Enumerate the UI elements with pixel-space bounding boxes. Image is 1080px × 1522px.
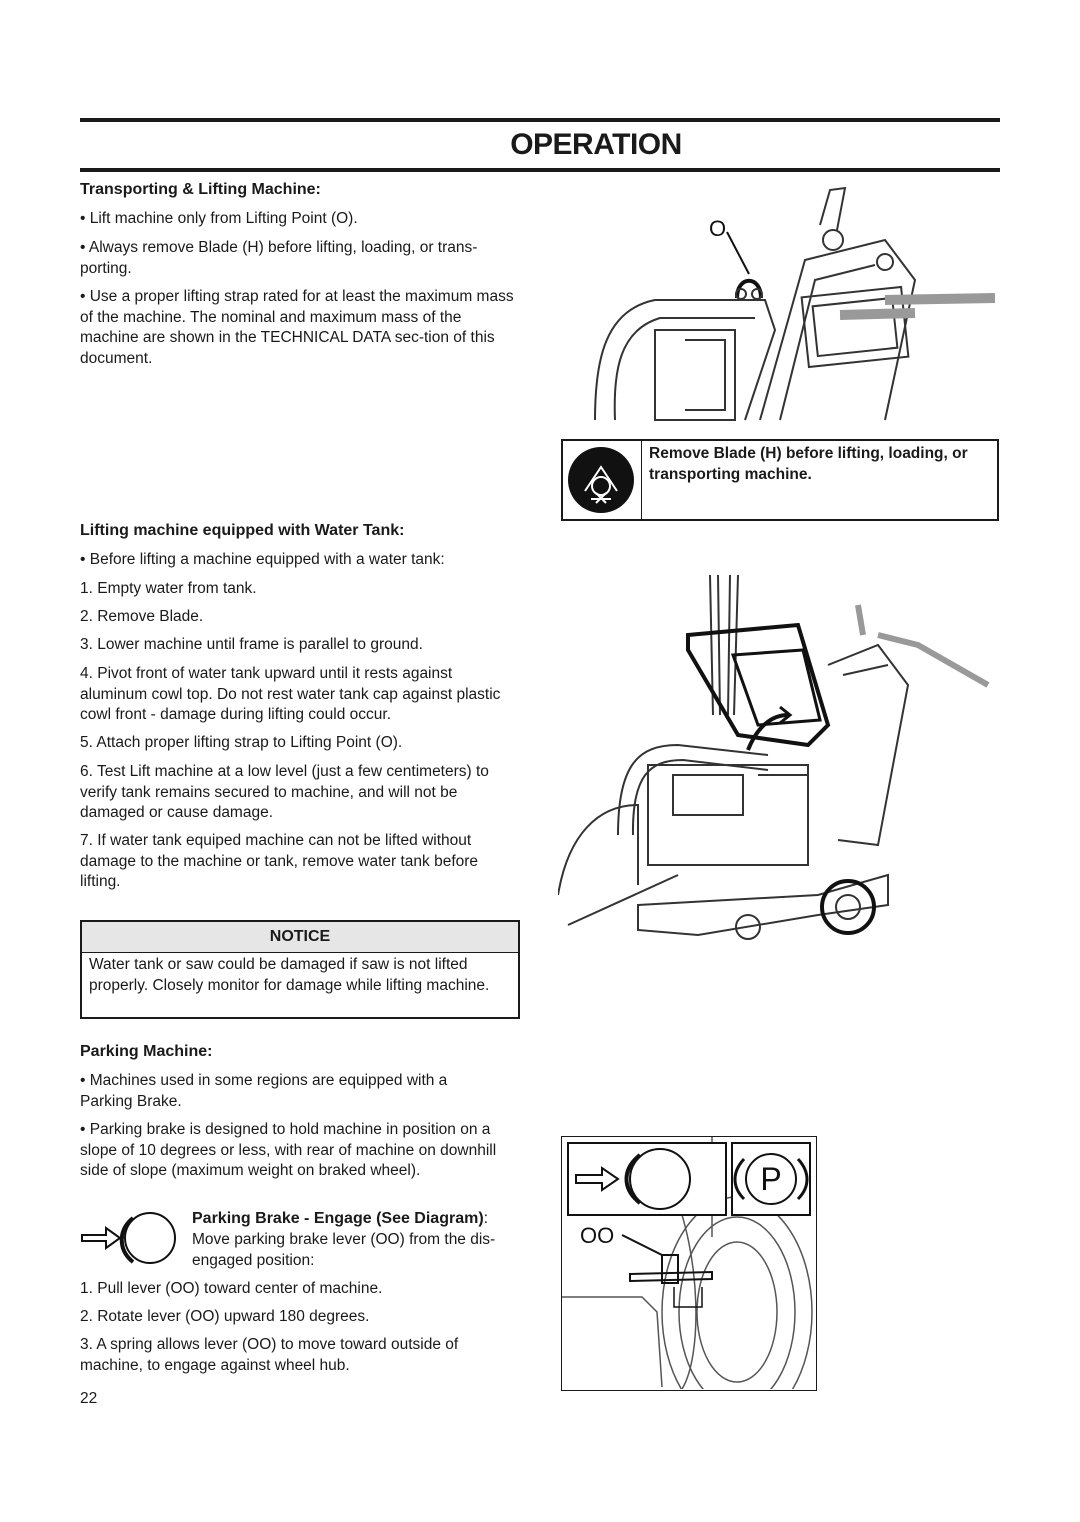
water-tank-step-2: 2. Remove Blade.	[80, 608, 204, 625]
blade-warning-icon	[563, 441, 642, 519]
transport-heading: Transporting & Lifting Machine:	[80, 181, 321, 198]
warning-box: Remove Blade (H) before lifting, loading…	[561, 439, 999, 521]
water-tank-step-6: 6. Test Lift machine at a low level (jus…	[80, 763, 489, 821]
lifting-point-figure: O	[594, 186, 996, 421]
parking-heading: Parking Machine:	[80, 1043, 213, 1060]
water-tank-step-3: 3. Lower machine until frame is parallel…	[80, 636, 423, 653]
header-bottom-rule	[80, 168, 1000, 172]
parking-brake-engage-text: Move parking brake lever (OO) from the d…	[192, 1231, 496, 1269]
water-tank-heading: Lifting machine equipped with Water Tank…	[80, 522, 405, 539]
parking-bullet-2: • Parking brake is designed to hold mach…	[80, 1121, 497, 1179]
water-tank-step-5: 5. Attach proper lifting strap to Liftin…	[80, 734, 403, 751]
transport-bullet-3: • Use a proper lifting strap rated for a…	[80, 288, 514, 367]
parking-p-symbol: P	[760, 1161, 781, 1197]
page-number: 22	[80, 1390, 98, 1407]
notice-text: Water tank or saw could be damaged if sa…	[89, 956, 490, 994]
parking-brake-engage-title: Parking Brake - Engage (See Diagram):	[192, 1210, 488, 1228]
warning-text: Remove Blade (H) before lifting, loading…	[649, 445, 968, 483]
parking-bullet-1: • Machines used in some regions are equi…	[80, 1072, 448, 1110]
notice-box: NOTICE Water tank or saw could be damage…	[80, 920, 520, 1019]
parking-step-1: 1. Pull lever (OO) toward center of mach…	[80, 1280, 383, 1297]
parking-step-3: 3. A spring allows lever (OO) to move to…	[80, 1336, 459, 1374]
transport-bullet-1: • Lift machine only from Lifting Point (…	[80, 210, 358, 227]
parking-brake-engage-icon	[81, 1212, 176, 1264]
parking-brake-figure: OO P	[561, 1136, 817, 1391]
engage-title-text: Parking Brake - Engage (See Diagram)	[192, 1210, 484, 1227]
engage-title-colon: :	[483, 1210, 489, 1227]
lifting-point-label: O	[709, 216, 726, 241]
header-top-rule	[80, 118, 1000, 122]
notice-heading: NOTICE	[82, 922, 518, 953]
transport-bullet-2: • Always remove Blade (H) before lifting…	[80, 239, 478, 277]
page-title: OPERATION	[510, 128, 682, 161]
water-tank-step-7: 7. If water tank equiped machine can not…	[80, 832, 479, 890]
brake-lever-label: OO	[580, 1223, 614, 1248]
parking-step-2: 2. Rotate lever (OO) upward 180 degrees.	[80, 1308, 370, 1325]
water-tank-intro: • Before lifting a machine equipped with…	[80, 551, 445, 568]
water-tank-step-1: 1. Empty water from tank.	[80, 580, 257, 597]
water-tank-step-4: 4. Pivot front of water tank upward unti…	[80, 665, 501, 723]
water-tank-machine-figure	[558, 575, 990, 940]
